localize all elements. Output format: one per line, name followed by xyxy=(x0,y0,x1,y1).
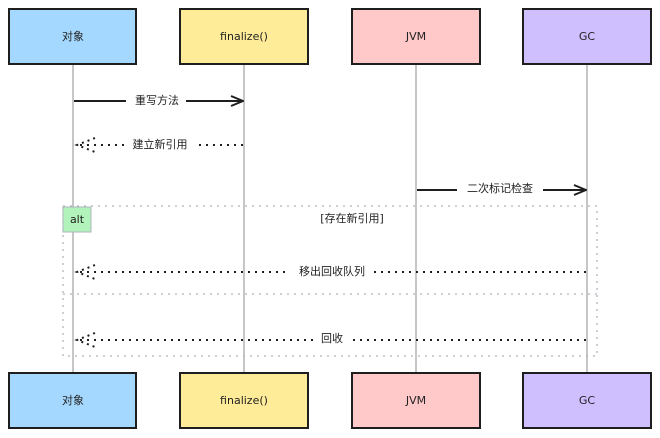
participant-label-gc-bottom: GC xyxy=(579,394,596,407)
message-label-3: 二次标记检查 xyxy=(467,181,533,195)
participant-label-fin-bottom: finalize() xyxy=(220,394,268,407)
message-label-4: 移出回收队列 xyxy=(299,264,365,278)
participant-box-fin-bottom xyxy=(179,372,309,429)
participant-label-jvm-bottom: JVM xyxy=(405,394,426,407)
message-label-bg-2 xyxy=(124,137,196,151)
participants-top: 对象 finalize() JVM GC xyxy=(8,8,652,65)
message-label-bg-4 xyxy=(290,264,374,278)
message-arrowhead-2 xyxy=(74,137,96,153)
participant-label-fin: finalize() xyxy=(220,30,268,43)
participant-label-obj-bottom: 对象 xyxy=(62,393,84,407)
participant-box-jvm-bottom xyxy=(351,372,481,429)
message-arrowhead-4 xyxy=(74,264,96,280)
message-label-bg-1 xyxy=(126,93,186,107)
message-label-bg-3 xyxy=(457,182,543,196)
participant-box-jvm xyxy=(351,8,481,65)
participant-label-obj: 对象 xyxy=(62,29,84,43)
alt-fragment: alt [存在新引用] xyxy=(62,205,598,357)
message-label-bg-5 xyxy=(316,332,348,346)
alt-condition: [存在新引用] xyxy=(320,211,384,225)
participant-box-gc xyxy=(522,8,652,65)
participant-label-gc: GC xyxy=(579,30,596,43)
participant-label-jvm: JVM xyxy=(405,30,426,43)
participant-box-gc-bottom xyxy=(522,372,652,429)
participant-box-obj-bottom xyxy=(8,372,137,429)
alt-tag xyxy=(62,206,92,233)
message-label-5: 回收 xyxy=(321,331,343,345)
participant-box-fin xyxy=(179,8,309,65)
message-label-2: 建立新引用 xyxy=(133,137,188,151)
message-label-1: 重写方法 xyxy=(135,93,179,107)
participant-box-obj xyxy=(8,8,137,65)
alt-frame xyxy=(62,205,598,357)
messages: 重写方法 建立新引用 二次标记检查 移出回收队列 回收 xyxy=(74,93,586,348)
participants-bottom: 对象 finalize() JVM GC xyxy=(8,372,652,429)
alt-tag-label: alt xyxy=(70,213,85,226)
message-arrowhead-5 xyxy=(74,332,96,348)
